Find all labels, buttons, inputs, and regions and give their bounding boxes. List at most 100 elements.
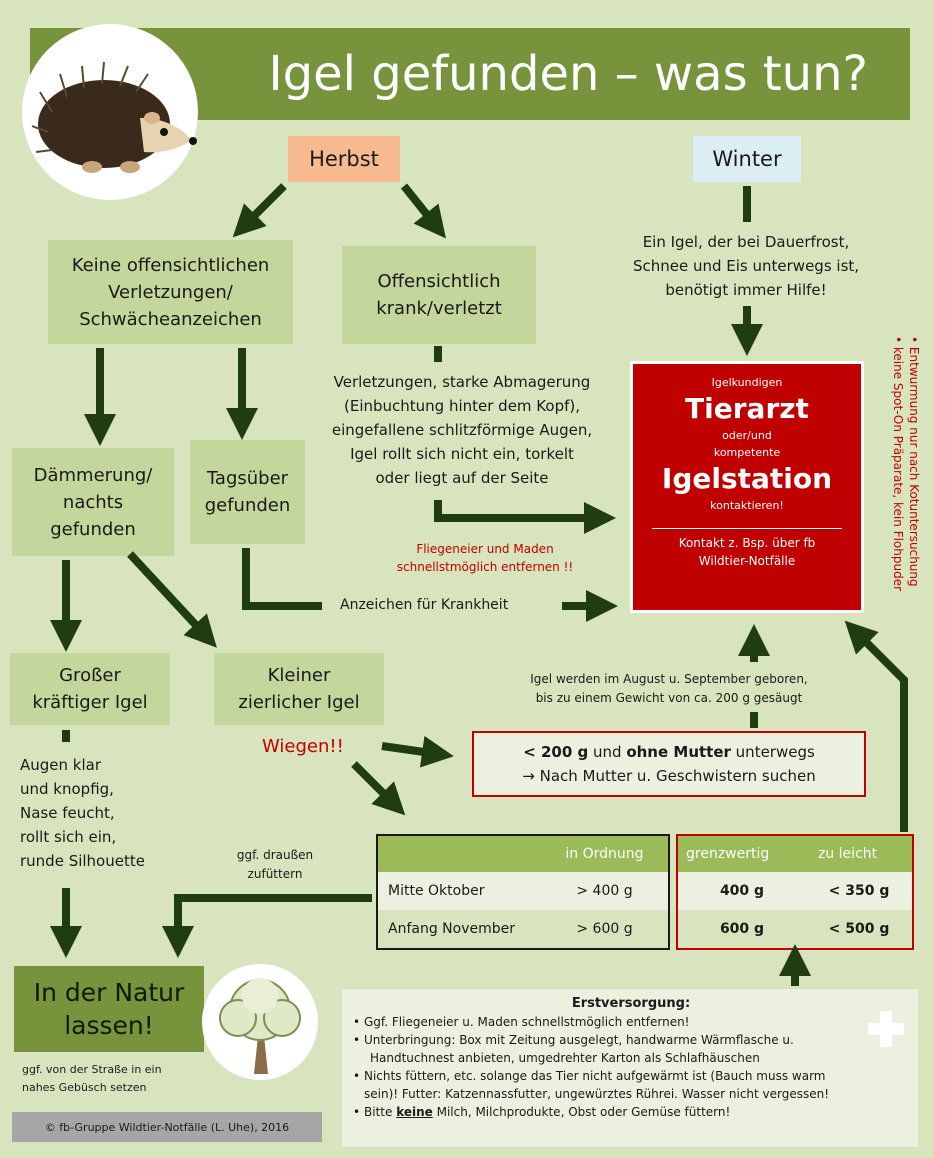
winter-text-line: Schnee und Eis unterwegs ist,: [632, 257, 860, 275]
healthy-signs-line: runde Silhouette: [20, 852, 145, 870]
weigh-rest: unterwegs: [730, 743, 815, 761]
sick-signs-line: eingefallene schlitzförmige Augen,: [331, 421, 593, 439]
node-sick-line: Offensichtlich: [377, 271, 501, 292]
first-aid-item: Nichts füttern, etc. solange das Tier ni…: [353, 1067, 910, 1103]
sick-signs-text: Verletzungen, starke Abmagerung (Einbuch…: [316, 370, 608, 490]
first-aid-cross-icon: [868, 1011, 904, 1047]
feed-outside-line: ggf. draußen: [236, 848, 314, 862]
arrow: [351, 761, 406, 816]
table-header-empty: [377, 835, 541, 872]
table-cell-too-light: < 500 g: [806, 910, 913, 949]
table-header-ok: in Ordnung: [541, 835, 669, 872]
first-aid-item: Bitte keine Milch, Milchprodukte, Obst o…: [353, 1103, 910, 1121]
side-note-deworming: • Entwurmung nur nach Kotuntersuchung: [907, 336, 921, 587]
vet-contact-line: Kontakt z. Bsp. über fb: [678, 536, 816, 550]
node-small-line: zierlicher Igel: [238, 692, 360, 713]
first-aid-box: Erstversorgung: Ggf. Fliegeneier u. Made…: [342, 989, 918, 1147]
node-dusk-line: nachts: [62, 491, 124, 513]
first-aid-item-line: sein)! Futter: Katzennassfutter, ungewür…: [364, 1087, 830, 1101]
arrow: [127, 551, 217, 648]
page-title: Igel gefunden – was tun?: [268, 46, 868, 102]
table-cell-ok: > 600 g: [541, 910, 669, 949]
vet-contact-box: Igelkundigen Tierarzt oder/und kompetent…: [630, 361, 864, 613]
vet-contact-line: Wildtier-Notfälle: [698, 554, 796, 568]
healthy-signs-line: und knopfig,: [20, 780, 114, 798]
road-hint-line: nahes Gebüsch setzen: [22, 1081, 147, 1094]
illness-signs-label: Anzeichen für Krankheit: [340, 597, 509, 613]
vet-line: kompetente: [713, 446, 781, 459]
vet-line: kontaktieren!: [710, 499, 784, 512]
table-row: Mitte Oktober > 400 g: [377, 872, 669, 910]
weigh-label: Wiegen!!: [262, 736, 344, 757]
copyright: © fb-Gruppe Wildtier-Notfälle (L. Uhe), …: [12, 1112, 322, 1142]
first-aid-keine: keine: [396, 1105, 433, 1119]
weight-table-ok: in Ordnung Mitte Oktober > 400 g Anfang …: [376, 834, 670, 950]
sick-signs-line: Igel rollt sich nicht ein, torkelt: [350, 445, 574, 463]
table-cell-date: Anfang November: [377, 910, 541, 949]
station-title: Igelstation: [661, 462, 833, 495]
arrow: [400, 183, 446, 239]
sick-signs-line: (Einbuchtung hinter dem Kopf),: [343, 397, 580, 415]
sick-signs-line: Verletzungen, starke Abmagerung: [333, 373, 591, 391]
side-note-spot-on: • keine Spot-On Präparate, kein Flohpude…: [891, 336, 905, 591]
birth-info-text: Igel werden im August u. September gebor…: [472, 670, 866, 708]
node-small-line: Kleiner: [267, 665, 331, 686]
node-no-injuries-line: Verletzungen/: [108, 281, 233, 303]
node-sick-line: krank/verletzt: [376, 298, 502, 319]
node-nature-line: In der Natur: [33, 978, 185, 1007]
side-notes: • keine Spot-On Präparate, kein Flohpude…: [891, 336, 921, 591]
node-large-line: Großer: [59, 665, 121, 686]
vet-line: Igelkundigen: [711, 376, 783, 389]
road-hint-text: ggf. von der Straße in ein nahes Gebüsch…: [22, 1061, 162, 1097]
search-mother-text: → Nach Mutter u. Geschwistern suchen: [522, 767, 816, 785]
healthy-signs-line: Augen klar: [20, 756, 102, 774]
feed-outside-line: zufüttern: [247, 867, 303, 881]
birth-info-line: bis zu einem Gewicht von ca. 200 g gesäu…: [535, 691, 803, 705]
fly-eggs-warning: Fliegeneier und Maden schnellstmöglich e…: [370, 540, 600, 576]
vet-line: oder/und: [722, 429, 772, 442]
tree-illustration: [202, 964, 318, 1080]
node-nature-line: lassen!: [64, 1011, 154, 1040]
node-daytime-line: gefunden: [204, 495, 291, 516]
table-cell-too-light: < 350 g: [806, 872, 913, 910]
table-cell-date: Mitte Oktober: [377, 872, 541, 910]
table-header-too-light: zu leicht: [806, 835, 913, 872]
under-200g-box: < 200 g und ohne Mutter unterwegs → Nach…: [472, 731, 866, 797]
first-aid-item-line: Handtuchnest anbieten, umgedrehter Karto…: [370, 1051, 760, 1065]
fly-eggs-line: Fliegeneier und Maden: [416, 542, 554, 556]
arrow: [381, 735, 454, 768]
node-large-line: kräftiger Igel: [32, 692, 148, 713]
weigh-connector: und: [588, 743, 627, 761]
arrow: [232, 183, 287, 238]
node-daytime-line: Tagsüber: [206, 468, 289, 489]
vet-divider: [652, 528, 842, 529]
node-sick-injured: Offensichtlich krank/verletzt: [342, 246, 536, 344]
table-cell-borderline: 600 g: [677, 910, 806, 949]
node-dusk-line: Dämmerung/: [33, 464, 153, 486]
table-cell-borderline: 400 g: [677, 872, 806, 910]
first-aid-item-line: Unterbringung: Box mit Zeitung ausgelegt…: [364, 1033, 794, 1047]
first-aid-list: Ggf. Fliegeneier u. Maden schnellstmögli…: [352, 1013, 910, 1121]
arrow: [162, 894, 372, 958]
node-no-injuries-line: Keine offensichtlichen: [71, 254, 270, 276]
table-row: 400 g < 350 g: [677, 872, 913, 910]
vet-title: Tierarzt: [685, 392, 809, 425]
birth-info-line: Igel werden im August u. September gebor…: [530, 672, 808, 686]
table-header-borderline: grenzwertig: [677, 835, 806, 872]
node-small-hedgehog: Kleiner zierlicher Igel: [214, 653, 384, 725]
arrow: [434, 500, 616, 534]
node-daytime-found: Tagsüber gefunden: [190, 440, 305, 544]
hedgehog-illustration: [22, 24, 198, 200]
fly-eggs-line: schnellstmöglich entfernen !!: [396, 560, 574, 574]
arrow: [242, 548, 322, 610]
healthy-signs-text: Augen klar und knopfig, Nase feucht, rol…: [20, 753, 145, 873]
first-aid-item: Ggf. Fliegeneier u. Maden schnellstmögli…: [353, 1013, 910, 1031]
first-aid-item-part: Milch, Milchprodukte, Obst oder Gemüse f…: [432, 1105, 731, 1119]
winter-text-line: Ein Igel, der bei Dauerfrost,: [642, 233, 850, 251]
node-leave-in-nature: In der Natur lassen!: [14, 966, 204, 1052]
first-aid-item-part: Bitte: [364, 1105, 397, 1119]
node-no-injuries-line: Schwächeanzeichen: [79, 308, 262, 330]
